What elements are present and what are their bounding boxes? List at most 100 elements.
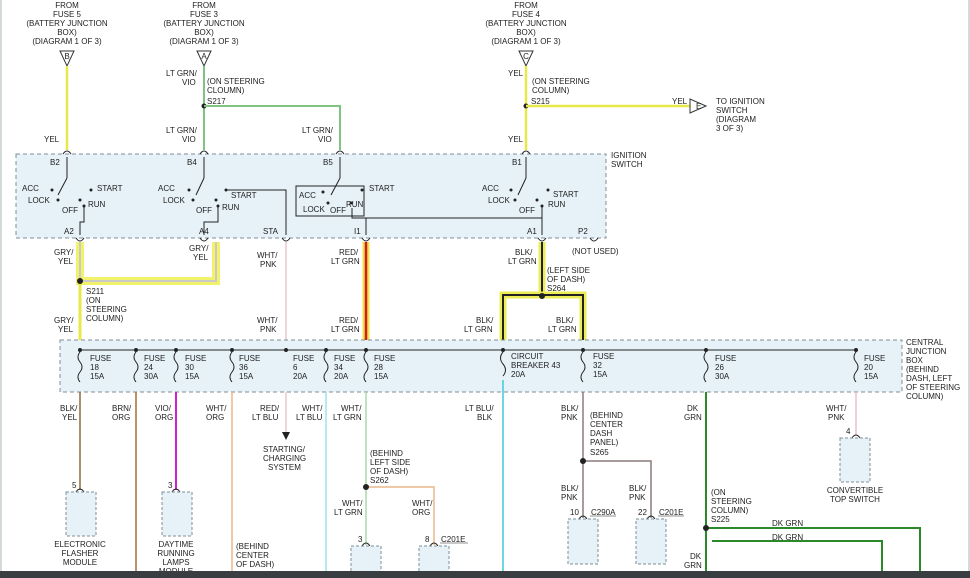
fuse20-node [854, 348, 858, 352]
lbl-red-3: RED/ [260, 404, 280, 413]
wire-blk-pnk-s265 [583, 460, 652, 518]
lbl-pnk-2: PNK [260, 325, 277, 334]
lbl-blk-5: BLK/ [561, 404, 579, 413]
fuse20-l2: 20 [864, 363, 873, 372]
fuse28-l1: FUSE [374, 354, 395, 363]
lbl-yel-gry-3: YEL [58, 325, 74, 334]
c290a-pin: 10 [570, 508, 579, 517]
lbl-ltgrn-blk-1: LT GRN [508, 257, 537, 266]
fuse18-node [78, 348, 82, 352]
lbl-pnk-6: PNK [828, 413, 845, 422]
s215-note2: COLUMN) [532, 86, 570, 95]
fuse-20: FUSE 20 15A [853, 348, 885, 383]
lbl-gry-2: GRY/ [189, 244, 209, 253]
sw1-off: OFF [62, 206, 78, 215]
not-used: (NOT USED) [572, 247, 619, 256]
wire-wht-org-s262 [366, 486, 435, 545]
s265-name: S265 [590, 448, 609, 457]
pin-a4: A4 [199, 227, 209, 236]
source-fuse3: FROM FUSE 3 (BATTERY JUNCTION BOX) (DIAG… [163, 1, 245, 68]
pin-a2: A2 [64, 227, 74, 236]
wire-dkgrn-b [712, 540, 883, 578]
fuse-6: FUSE 6 20A [284, 348, 314, 381]
fuse32-node [581, 348, 585, 352]
fuse6-l2: 6 [293, 363, 298, 372]
lbl-gry-1: GRY/ [54, 248, 74, 257]
highlighted-wires [76, 242, 587, 344]
terminal-icon [429, 542, 439, 547]
lbl-ltblu2: LT BLU/ [465, 404, 494, 413]
src-f3-l1: FROM [192, 1, 216, 10]
lbl-blk-ltblu: BLK [477, 413, 493, 422]
conv-box [839, 437, 871, 483]
src-f5-l2: FUSE 5 [53, 10, 82, 19]
fuse30-node [174, 348, 178, 352]
pin-b4: B4 [187, 158, 197, 167]
drl-l1: DAYTIME [159, 540, 194, 549]
terminal-icon [646, 515, 656, 520]
fuse-36: FUSE 36 15A [229, 348, 260, 383]
fuse32-l3: 15A [593, 370, 608, 379]
breaker-l3: 20A [511, 370, 526, 379]
fuse20-l3: 15A [864, 372, 879, 381]
s262-n3: OF DASH) [370, 467, 409, 476]
sw1-start-contact [89, 188, 93, 192]
lbl-ltblu-wht: LT BLU [296, 413, 323, 422]
lbl-blk-7: BLK/ [629, 484, 647, 493]
conv-pin: 4 [846, 427, 851, 436]
s225-n2: STEERING [711, 497, 752, 506]
ign-title1: IGNITION [611, 151, 647, 160]
flasher-box [65, 491, 97, 537]
fuse24-l1: FUSE [144, 354, 165, 363]
c290a-conn: C290A [591, 508, 616, 517]
fuse-icon [229, 351, 235, 383]
fuse-icon [133, 351, 139, 383]
fuse36-node [230, 348, 234, 352]
c201e-a-conn: C201E [441, 535, 465, 544]
terminal-i1-icon [361, 237, 371, 242]
src-f4-l2: FUSE 4 [512, 10, 541, 19]
s264-n1: (LEFT SIDE [547, 266, 590, 275]
s215-name: S215 [531, 97, 550, 106]
fuse-26: FUSE 26 30A [703, 348, 736, 383]
pin-sta: STA [263, 227, 279, 236]
lbl-red-1: RED/ [339, 248, 359, 257]
src-f3-l2: FUSE 3 [190, 10, 219, 19]
fuse-icon [703, 351, 709, 383]
switch-section-2: ACC LOCK OFF START RUN [158, 157, 287, 235]
terminal-b5-icon [335, 150, 345, 155]
fuse30-l2: 30 [185, 363, 194, 372]
sw4-acc-contact [509, 188, 513, 192]
sw3-lock: LOCK [303, 205, 325, 214]
c3-pin: 3 [358, 535, 363, 544]
lbl-vio2: VIO/ [155, 404, 172, 413]
s262-n1: (BEHIND [370, 449, 403, 458]
fuse34-node [324, 348, 328, 352]
sw4-lock-contact [513, 198, 517, 202]
fuse6-l3: 20A [293, 372, 308, 381]
c201e-b-box [635, 518, 667, 565]
fuse6-node [284, 348, 288, 352]
lbl-ltgrn-blk-2: LT GRN [464, 325, 493, 334]
cjb-t2: BOX [906, 356, 924, 365]
fuse26-node [704, 348, 708, 352]
fuse-30: FUSE 30 15A [173, 348, 206, 383]
sw4-off-contact [535, 198, 539, 202]
fuse18-l3: 15A [90, 372, 105, 381]
lbl-ltgrn-3: LT GRN/ [302, 126, 334, 135]
lbl-pnk-7: PNK [561, 493, 578, 502]
lbl-yel-gry-1: YEL [58, 257, 74, 266]
starting-l2: CHARGING [263, 454, 306, 463]
src-f4-pin: C [523, 52, 529, 61]
s211-n1: (ON [86, 296, 101, 305]
lbl-dk-1: DK [687, 404, 699, 413]
src-f4-l5: (DIAGRAM 1 OF 3) [491, 37, 561, 46]
lbl-org-2: ORG [155, 413, 173, 422]
sw4-blade [517, 177, 527, 196]
lbl-ltgrn-blk-3: LT GRN [548, 325, 577, 334]
fuse26-l1: FUSE [715, 354, 736, 363]
lbl-org-1: ORG [112, 413, 130, 422]
fuse36-l1: FUSE [239, 354, 260, 363]
terminal-sta-icon [281, 237, 291, 242]
fuse20-l1: FUSE [864, 354, 885, 363]
